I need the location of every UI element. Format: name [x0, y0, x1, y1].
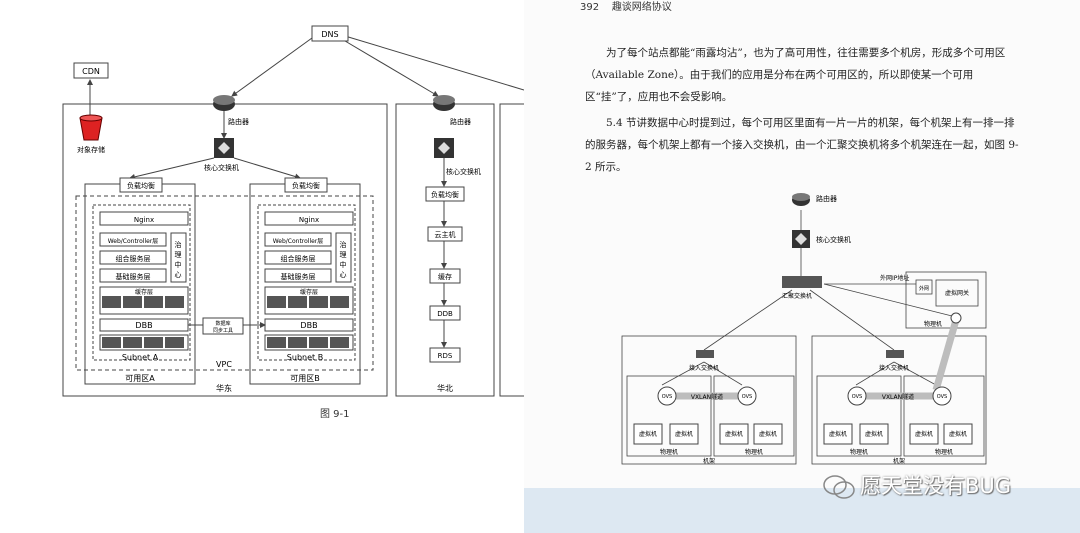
pm-label: 物理机 [745, 448, 763, 456]
page-header: 392 趣谈网络协议 [580, 0, 672, 13]
fig2-core-switch-label: 核心交换机 [816, 235, 851, 244]
svg-text:同步工具: 同步工具 [213, 328, 233, 334]
ddb-label: DDB [437, 310, 453, 318]
svg-text:理: 理 [175, 251, 182, 259]
vm-label: 虚拟机 [949, 430, 967, 438]
left-page [0, 0, 524, 533]
rack-label-2: 机架 [893, 457, 905, 465]
vm-label: 虚拟机 [759, 430, 777, 438]
base-b-label: 基础服务层 [281, 272, 316, 281]
region-north: 路由器 核心交换机 负载均衡 云主机 缓存 DDB RDS 华北 [425, 95, 481, 393]
svg-text:治: 治 [340, 240, 347, 249]
ovs-label-1: OVS [662, 394, 672, 400]
paragraph-1: 为了每个站点都能“雨露均沾”，也为了高可用性，往往需要多个机房，形成多个可用区（… [585, 47, 1006, 103]
router-label: 路由器 [228, 117, 249, 126]
subnet-b-label: Subnet B [287, 353, 323, 362]
fig2-router-label: 路由器 [816, 194, 837, 203]
svg-text:心: 心 [175, 271, 182, 279]
dbb-a-label: DBB [135, 321, 152, 330]
vm-label: 虚拟机 [865, 430, 883, 438]
region-east-label: 华东 [216, 383, 232, 393]
svg-text:治: 治 [175, 240, 182, 249]
access-switch-label-2: 接入交换机 [879, 364, 909, 372]
wechat-icon [823, 475, 855, 499]
dns-label: DNS [321, 30, 338, 39]
cache-layer-a-label: 缓存层 [135, 288, 153, 296]
cloud-host-label: 云主机 [435, 230, 456, 239]
vm-label: 虚拟机 [915, 430, 933, 438]
cdn-label: CDN [82, 67, 100, 76]
figure-1-caption: 图 9-1 [320, 409, 350, 420]
vm-label: 虚拟机 [675, 430, 693, 438]
agg-switch-label: 汇聚交换机 [782, 292, 812, 300]
svg-text:理: 理 [340, 251, 347, 259]
external-ip-label: 外网IP地址 [880, 274, 909, 282]
region-north-label: 华北 [437, 383, 453, 393]
svg-text:外网: 外网 [919, 285, 929, 292]
lb-a-label: 负载均衡 [127, 181, 155, 190]
watermark-band [524, 488, 1080, 533]
pm-label: 物理机 [850, 448, 868, 456]
router-n-label: 路由器 [450, 117, 471, 126]
subnet-a-label: Subnet A [122, 353, 159, 362]
figure-9-2: VXLAN隧道 VXLAN隧道 路由器 核心交换机 汇聚交换机 外网IP地址 外… [621, 193, 987, 465]
watermark-text: 愿天堂没有BUG [860, 474, 1012, 498]
rds-label: RDS [438, 352, 453, 360]
access-switch-label-1: 接入交换机 [689, 364, 719, 372]
right-page [524, 0, 1080, 533]
core-switch-icon [214, 138, 234, 158]
combo-a-label: 组合服务层 [116, 254, 151, 263]
cache-n-label: 缓存 [438, 272, 452, 281]
base-a-label: 基础服务层 [116, 272, 151, 281]
vxlan-label-2: VXLAN隧道 [882, 393, 914, 401]
lb-b-label: 负载均衡 [292, 181, 320, 190]
vm-label: 虚拟机 [725, 430, 743, 438]
web-a-label: Web/Controller层 [108, 238, 159, 245]
virtual-gateway-label: 虚拟网关 [945, 289, 969, 297]
book-title: 趣谈网络协议 [611, 2, 672, 13]
pm-label: 物理机 [660, 448, 678, 456]
zone-b: 负载均衡 Nginx Web/Controller层 组合服务层 基础服务层 治… [264, 177, 354, 383]
cache-layer-b-label: 缓存层 [300, 288, 318, 296]
agg-switch-icon [782, 276, 822, 288]
page-number: 392 [580, 2, 600, 13]
figure-9-1: DNS CDN 对象存储 路由器 核心交换机 负载均衡 Nginx Web/Co… [62, 25, 524, 397]
svg-text:中: 中 [175, 260, 182, 269]
vxlan-label-1: VXLAN隧道 [691, 393, 723, 401]
router-icon [213, 95, 235, 111]
paragraph-2: 5.4 节讲数据中心时提到过，每个可用区里面有一片一片的机架，每个机架上有一排一… [585, 117, 1019, 173]
ovs-label-2: OVS [742, 394, 752, 400]
core-switch-n-label: 核心交换机 [446, 167, 481, 176]
web-b-label: Web/Controller层 [273, 238, 324, 245]
object-storage-label: 对象存储 [77, 145, 105, 154]
gateway-host-label: 物理机 [924, 320, 942, 328]
vpc-label: VPC [216, 360, 232, 369]
rack-label-1: 机架 [703, 457, 715, 465]
vm-label: 虚拟机 [639, 430, 657, 438]
zone-b-label: 可用区B [290, 374, 320, 383]
svg-text:中: 中 [340, 260, 347, 269]
combo-b-label: 组合服务层 [281, 254, 316, 263]
nginx-b-label: Nginx [299, 216, 319, 224]
router-icon-2 [792, 193, 810, 206]
vm-label: 虚拟机 [829, 430, 847, 438]
core-switch-label: 核心交换机 [204, 163, 239, 172]
nginx-a-label: Nginx [134, 216, 154, 224]
lb-n-label: 负载均衡 [431, 190, 459, 199]
pm-label: 物理机 [935, 448, 953, 456]
zone-a: 负载均衡 Nginx Web/Controller层 组合服务层 基础服务层 治… [99, 177, 189, 383]
zone-a-label: 可用区A [125, 374, 155, 383]
ovs-label-4: OVS [937, 394, 947, 400]
svg-text:心: 心 [340, 271, 347, 279]
dbb-b-label: DBB [300, 321, 317, 330]
svg-text:数据库: 数据库 [215, 320, 230, 327]
ovs-label-3: OVS [852, 394, 862, 400]
